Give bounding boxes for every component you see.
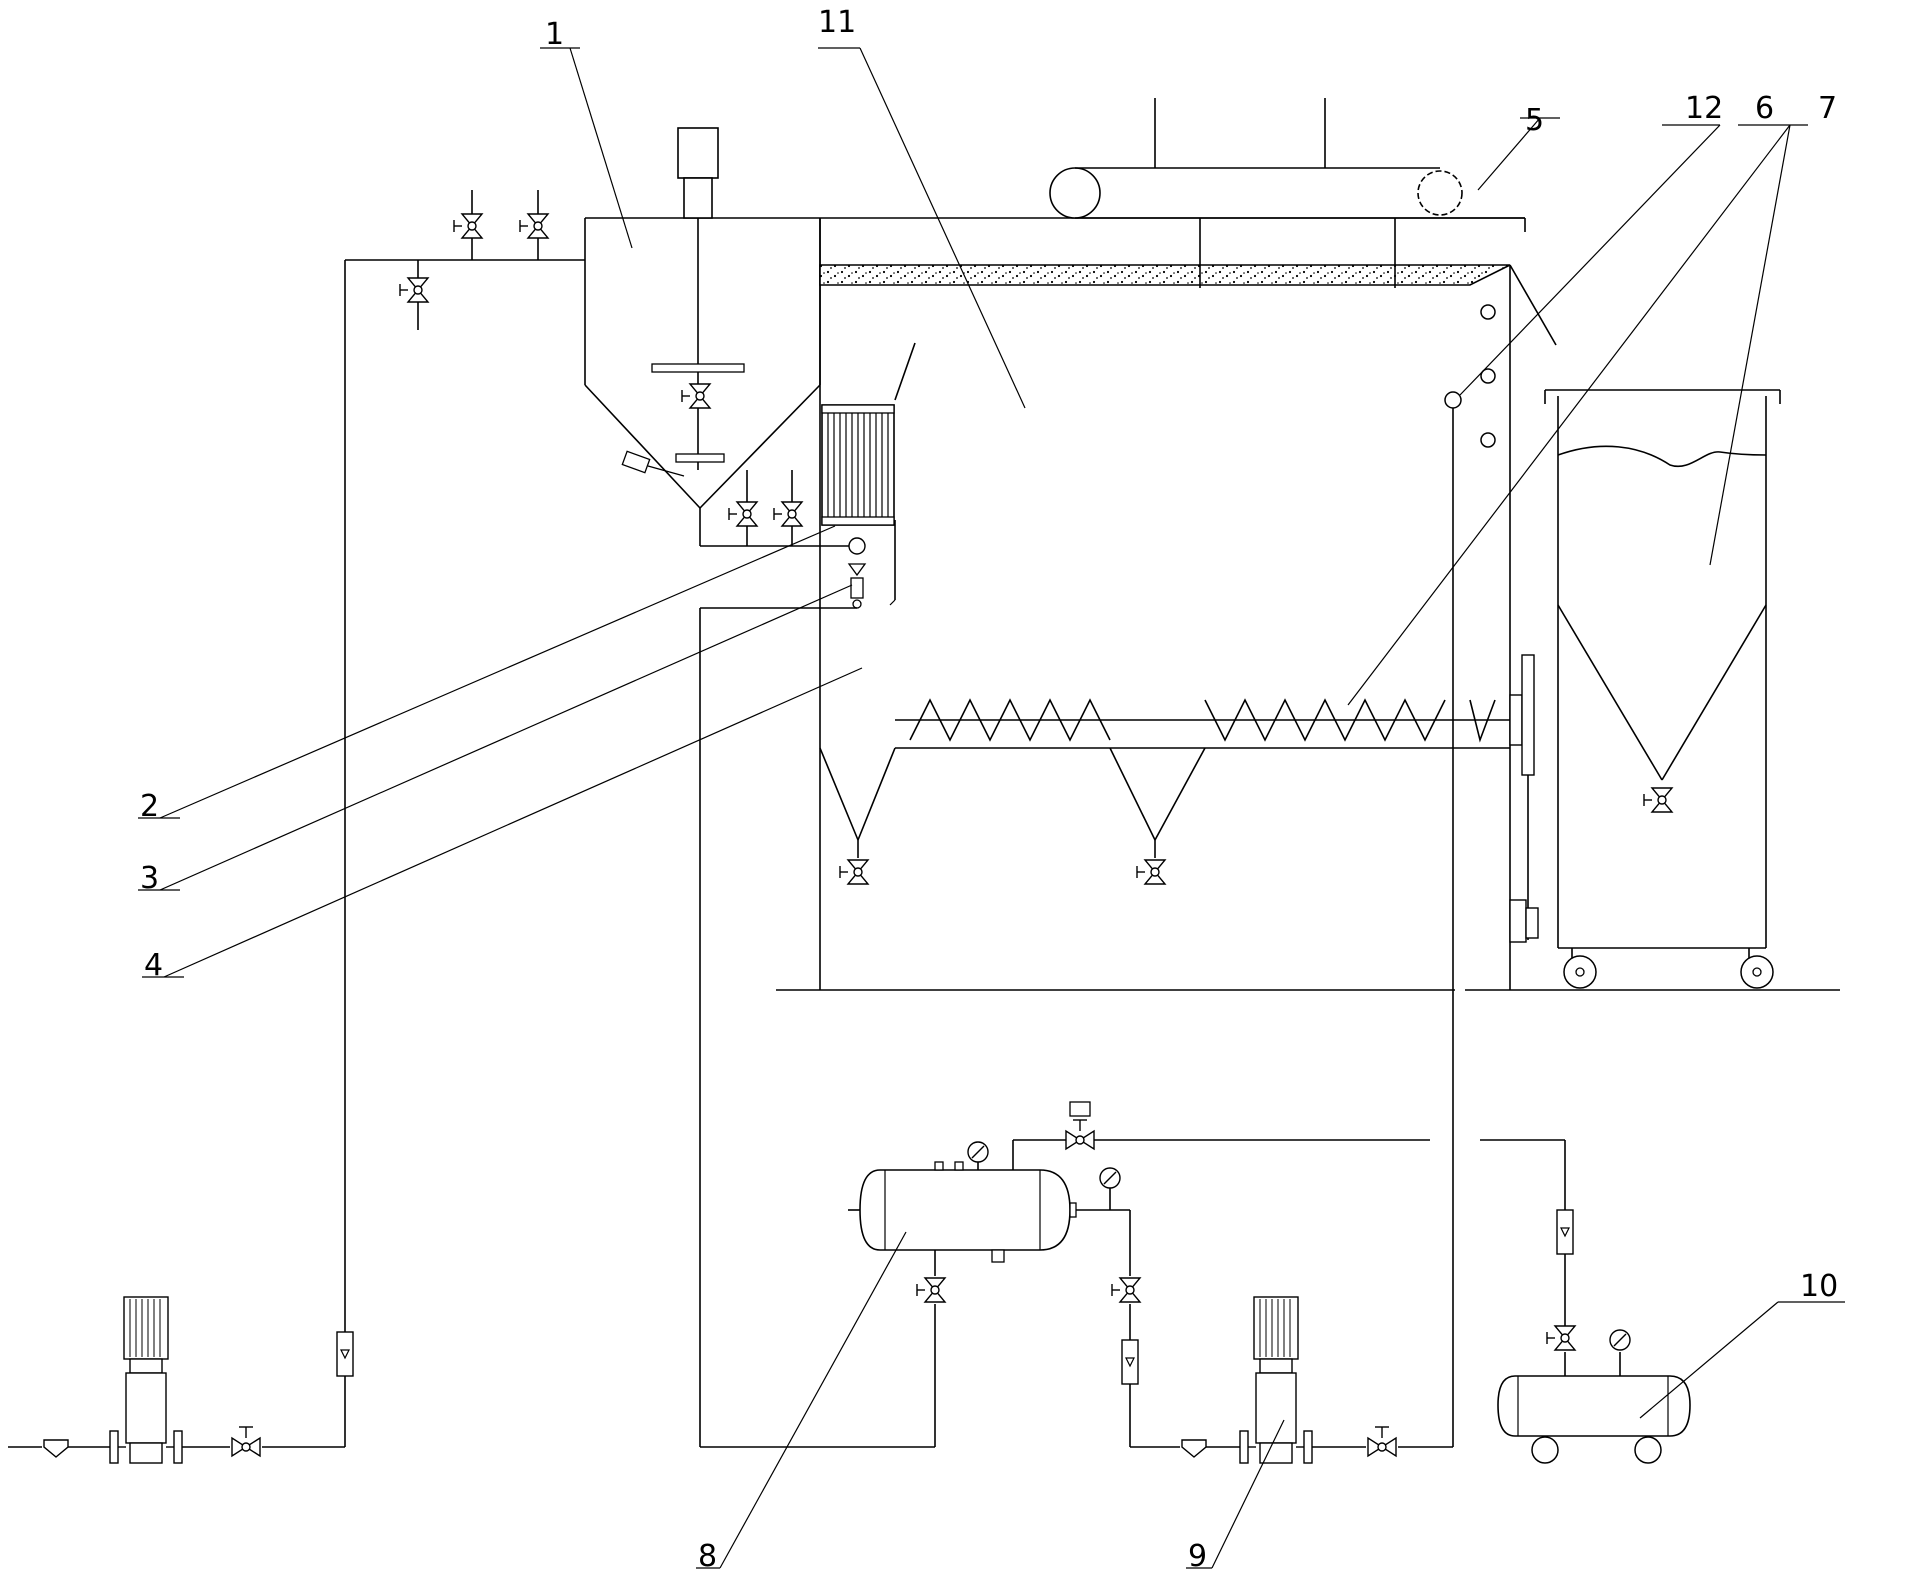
label-10: 10 bbox=[1800, 1269, 1838, 1304]
pump-line-right bbox=[1099, 990, 1454, 1464]
air-releaser bbox=[699, 537, 867, 1447]
tank-outlet-valves bbox=[728, 470, 803, 546]
scum-scraper bbox=[1049, 98, 1526, 288]
label-3: 3 bbox=[140, 861, 159, 896]
label-1: 1 bbox=[545, 17, 564, 52]
sludge-cart bbox=[1544, 389, 1781, 989]
label-8: 8 bbox=[698, 1539, 717, 1574]
sludge-hoppers bbox=[819, 747, 1206, 885]
membrane-module bbox=[821, 404, 895, 526]
flotation-body bbox=[819, 217, 1557, 990]
label-11: 11 bbox=[818, 5, 856, 40]
leader-lines bbox=[138, 47, 1845, 1569]
mixing-tank bbox=[584, 127, 852, 547]
pump-line-left bbox=[8, 1296, 354, 1464]
screw-conveyor bbox=[895, 654, 1539, 943]
label-9: 9 bbox=[1188, 1539, 1207, 1574]
label-6: 6 bbox=[1755, 91, 1774, 126]
dissolved-air-tank bbox=[700, 1140, 1130, 1448]
feed-pipe-left bbox=[344, 190, 585, 1447]
air-supply-line bbox=[1013, 1101, 1576, 1351]
label-7: 7 bbox=[1818, 91, 1837, 126]
label-4: 4 bbox=[144, 948, 163, 983]
air-compressor bbox=[1497, 1329, 1691, 1464]
label-12: 12 bbox=[1685, 91, 1723, 126]
callout-labels: 1 11 5 12 6 7 2 3 4 8 9 10 bbox=[140, 5, 1838, 1574]
label-5: 5 bbox=[1525, 103, 1544, 138]
label-2: 2 bbox=[140, 789, 159, 824]
